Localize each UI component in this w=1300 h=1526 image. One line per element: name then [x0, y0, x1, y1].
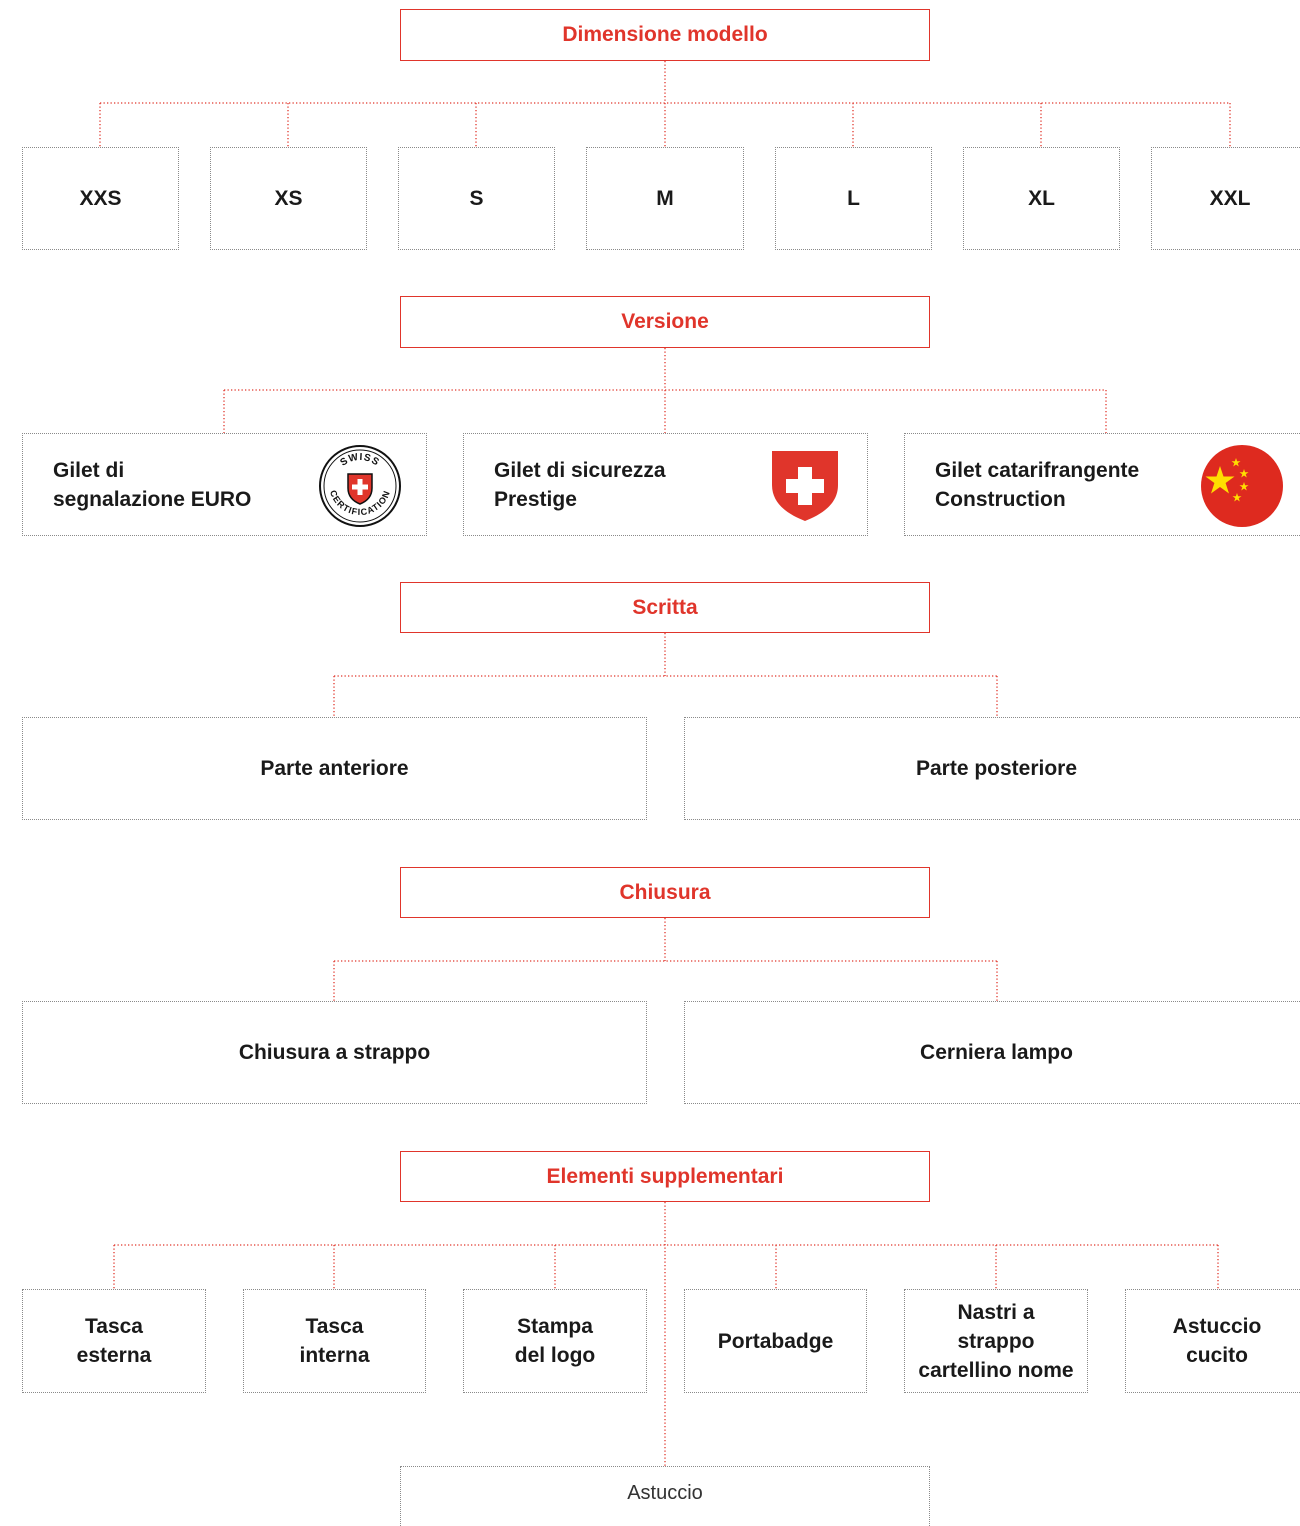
extras-option-text: Tasca interna: [299, 1312, 369, 1370]
extras-option-text: Stampa del logo: [515, 1312, 596, 1370]
size-option-xxs[interactable]: XXS: [22, 147, 179, 250]
size-option-m[interactable]: M: [586, 147, 744, 250]
swiss-certification-seal-icon: SWISS CERTIFICATION: [319, 445, 401, 527]
lettering-option-back[interactable]: Parte posteriore: [684, 717, 1300, 820]
version-option-prestige[interactable]: Gilet di sicurezza Prestige: [463, 433, 868, 536]
extras-option-sewn-case[interactable]: Astuccio cucito: [1125, 1289, 1300, 1393]
version-option-euro[interactable]: Gilet di segnalazione EURO SWISS CERTIFI…: [22, 433, 427, 536]
seal-top-text: SWISS: [338, 452, 380, 469]
lettering-section-header: Scritta: [400, 582, 930, 633]
size-section-title: Dimensione modello: [562, 23, 768, 46]
extras-option-logo-print[interactable]: Stampa del logo: [463, 1289, 647, 1393]
extras-option-text: Tasca esterna: [77, 1312, 152, 1370]
version-section-title: Versione: [621, 310, 709, 333]
extras-option-badge-holder[interactable]: Portabadge: [684, 1289, 867, 1393]
extras-option-text: Portabadge: [718, 1327, 834, 1356]
size-option-label: XS: [274, 187, 303, 210]
extras-option-outer-pocket[interactable]: Tasca esterna: [22, 1289, 206, 1393]
size-option-label: XXL: [1209, 187, 1251, 210]
size-option-xl[interactable]: XL: [963, 147, 1120, 250]
size-option-xxl[interactable]: XXL: [1151, 147, 1300, 250]
version-option-text: Gilet catarifrangente Construction: [935, 456, 1139, 514]
size-section-header: Dimensione modello: [400, 9, 930, 61]
swiss-shield-icon: [772, 451, 838, 521]
china-flag-icon: [1201, 445, 1283, 527]
extras-option-text: Nastri a strappo cartellino nome: [918, 1298, 1073, 1385]
extras-option-line: del logo: [514, 1344, 596, 1367]
lettering-option-label: Parte anteriore: [260, 757, 409, 780]
extras-option-line: Nastri a: [957, 1300, 1035, 1324]
version-option-line1: Gilet di: [53, 458, 125, 482]
extras-option-name-tag-velcro[interactable]: Nastri a strappo cartellino nome: [904, 1289, 1088, 1393]
extras-section-header: Elementi supplementari: [400, 1151, 930, 1202]
closure-section-header: Chiusura: [400, 867, 930, 918]
version-option-construction[interactable]: Gilet catarifrangente Construction: [904, 433, 1300, 536]
extras-option-inner-pocket[interactable]: Tasca interna: [243, 1289, 426, 1393]
closure-option-label: Chiusura a strappo: [238, 1041, 431, 1064]
size-option-xs[interactable]: XS: [210, 147, 367, 250]
extras-option-line: Tasca: [85, 1315, 143, 1338]
extras-option-line: strappo: [957, 1329, 1035, 1353]
extras-option-line: cucito: [1186, 1344, 1248, 1367]
closure-option-velcro[interactable]: Chiusura a strappo: [22, 1001, 647, 1104]
size-option-label: XL: [1028, 187, 1055, 210]
version-option-line2: Prestige: [494, 487, 577, 511]
size-option-l[interactable]: L: [775, 147, 932, 250]
closure-option-label: Cerniera lampo: [920, 1041, 1073, 1064]
closure-option-zipper[interactable]: Cerniera lampo: [684, 1001, 1300, 1104]
lettering-section-title: Scritta: [632, 595, 698, 619]
extras-option-case[interactable]: Astuccio: [400, 1466, 930, 1526]
version-option-text: Gilet di sicurezza Prestige: [494, 456, 666, 514]
extras-section-title: Elementi supplementari: [546, 1164, 784, 1188]
lettering-option-label: Parte posteriore: [915, 757, 1078, 780]
lettering-option-front[interactable]: Parte anteriore: [22, 717, 647, 820]
extras-option-case-label: Astuccio: [627, 1482, 703, 1504]
size-option-label: XXS: [79, 187, 122, 210]
extras-option-line: cartellino nome: [918, 1358, 1074, 1382]
size-option-label: M: [656, 187, 674, 210]
svg-text:SWISS: SWISS: [338, 452, 381, 469]
extras-option-line: Stampa: [517, 1315, 593, 1338]
extras-option-text: Astuccio cucito: [1173, 1312, 1262, 1370]
extras-option-line: Astuccio: [1172, 1315, 1262, 1338]
extras-option-line: Portabadge: [717, 1329, 834, 1353]
version-option-line2: Construction: [935, 487, 1066, 511]
version-option-line1: Gilet di sicurezza: [494, 458, 666, 482]
version-option-text: Gilet di segnalazione EURO: [53, 456, 251, 514]
size-option-label: S: [469, 187, 484, 210]
extras-option-line: interna: [299, 1344, 370, 1367]
closure-section-title: Chiusura: [619, 880, 711, 904]
size-option-s[interactable]: S: [398, 147, 555, 250]
size-option-label: L: [847, 187, 860, 210]
version-option-line2: segnalazione EURO: [53, 487, 252, 511]
version-section-header: Versione: [400, 296, 930, 348]
version-option-line1: Gilet catarifrangente: [935, 458, 1140, 482]
extras-option-line: Tasca: [305, 1315, 364, 1338]
extras-option-line: esterna: [76, 1344, 152, 1367]
